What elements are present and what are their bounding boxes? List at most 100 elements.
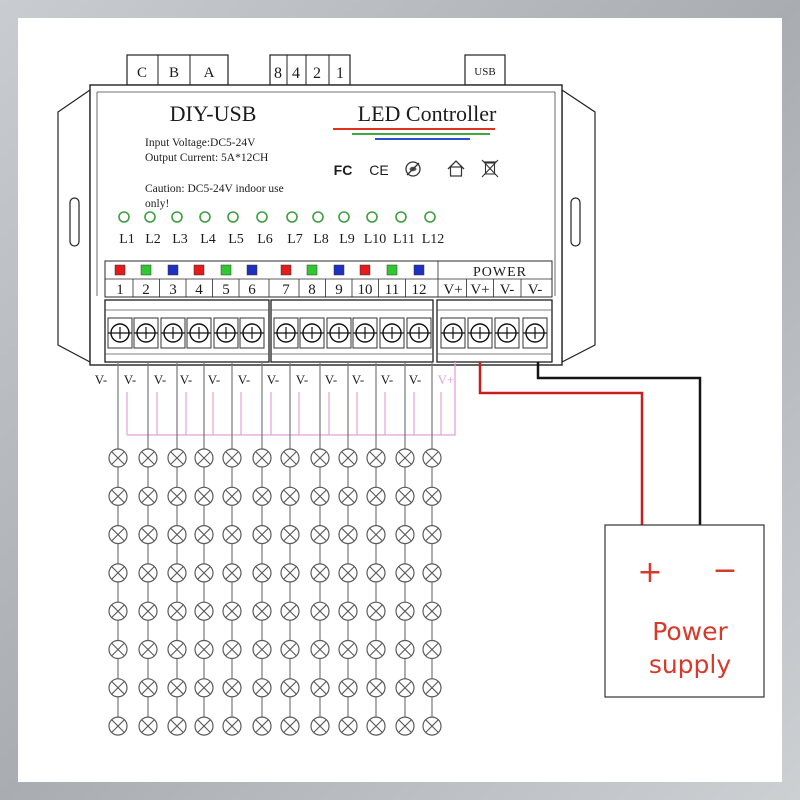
channel-wire-label: V- (95, 372, 108, 387)
terminal-screw (406, 317, 432, 349)
lamp-filament (170, 681, 184, 695)
lamp-filament (341, 566, 355, 580)
lamp-filament (225, 681, 239, 695)
lamp-filament (225, 489, 239, 504)
indicator-led-label: L10 (364, 232, 387, 247)
terminal-screw (326, 317, 352, 349)
lamp-filament (141, 566, 155, 580)
lamp-filament (255, 681, 269, 695)
indicator-led-label: L4 (200, 232, 216, 247)
lamp-filament (141, 451, 155, 465)
dip-switch-label: 8 (274, 65, 282, 82)
indicator-led (256, 211, 268, 223)
indicator-led-label: L3 (172, 232, 188, 247)
lamp-filament (369, 719, 383, 733)
indicator-led-label: L12 (422, 232, 445, 247)
lamp-filament (225, 451, 239, 465)
weee-bin-icon (481, 159, 499, 178)
channel-color-square (386, 264, 398, 276)
spec-input-voltage: Input Voltage:DC5-24V (145, 137, 256, 149)
lamp-filament (225, 566, 239, 580)
channel-number: 1 (116, 282, 124, 298)
channel-color-square (246, 264, 258, 276)
channel-color-square (140, 264, 152, 276)
lamp-filament (255, 642, 269, 657)
address-switch-tabs: C B A (126, 54, 229, 86)
usb-port-label: USB (474, 66, 495, 78)
lamp-filament (197, 451, 211, 465)
lamp-filament (197, 604, 211, 618)
channel-number: 8 (308, 282, 316, 298)
power-terminal-label: V- (500, 282, 514, 298)
power-terminal-label: V- (528, 282, 542, 298)
right-ear-slot (570, 197, 581, 247)
channel-color-square (333, 264, 345, 276)
channel-number: 2 (142, 282, 150, 298)
lamp-filament (283, 451, 297, 465)
dip-switch-label: 2 (313, 65, 321, 82)
lamp-filament (341, 604, 355, 618)
rohs-icon-ring (405, 161, 421, 177)
channel-number: 4 (195, 282, 203, 298)
lamp-filament (141, 642, 155, 657)
terminal-screw (299, 317, 325, 349)
lamp-filament (425, 489, 439, 504)
lamp-filament (313, 527, 327, 542)
indicator-led-label: L7 (287, 232, 303, 247)
indicator-led (395, 211, 407, 223)
terminal-screw (379, 317, 405, 349)
bin-icon-cross (481, 159, 499, 178)
lamp-filament (369, 527, 383, 542)
title-underline (333, 128, 495, 140)
rohs-icon-slash (406, 162, 420, 176)
common-wire-label: V+ (438, 372, 455, 387)
lamp-filament (111, 527, 125, 542)
lamp-filament (197, 489, 211, 504)
channel-wire-label: V- (381, 372, 394, 387)
channel-color-square (359, 264, 371, 276)
power-terminal-label: V+ (470, 282, 489, 298)
lamp-filament (341, 719, 355, 733)
indicator-led-label: L1 (119, 232, 135, 247)
lamp-filament (225, 527, 239, 542)
spec-output-current: Output Current: 5A*12CH (145, 152, 268, 164)
lamp-filament (341, 527, 355, 542)
indoor-house-icon (447, 160, 465, 177)
lamp-filament (425, 604, 439, 618)
channel-color-square (413, 264, 425, 276)
lamp-filament (225, 642, 239, 657)
power-header: POWER (473, 265, 527, 280)
lamp-filament (283, 527, 297, 542)
lamp-filament (255, 451, 269, 465)
terminal-screw (213, 317, 239, 349)
lamp-filament (369, 642, 383, 657)
bin-icon-body (484, 162, 496, 175)
indicator-led (171, 211, 183, 223)
certification-marks: FC CE (334, 159, 499, 178)
channel-number: 10 (358, 282, 373, 298)
power-supply: + − Power supply (604, 524, 765, 698)
channel-color-square (193, 264, 205, 276)
channel-color-square (280, 264, 292, 276)
lamp-filament (283, 681, 297, 695)
power-terminal-label: V+ (443, 282, 462, 298)
indicator-led-label: L11 (393, 232, 415, 247)
lamp-filament (255, 604, 269, 618)
lamp-filament (313, 489, 327, 504)
lamp-filament (170, 642, 184, 657)
terminal-screw (186, 317, 212, 349)
channel-color-square (220, 264, 232, 276)
lamp-filament (255, 489, 269, 504)
house-icon-roof (447, 160, 465, 170)
channel-wire-label: V- (267, 372, 280, 387)
lamp-filament (283, 566, 297, 580)
lamp-filament (111, 489, 125, 504)
lamp-filament (398, 451, 412, 465)
indicator-led-label: L2 (145, 232, 161, 247)
indicator-led-label: L9 (339, 232, 355, 247)
address-switch-label-c: C (137, 65, 147, 81)
lamp-filament (283, 604, 297, 618)
indicator-led (424, 211, 436, 223)
lamp-filament (341, 451, 355, 465)
